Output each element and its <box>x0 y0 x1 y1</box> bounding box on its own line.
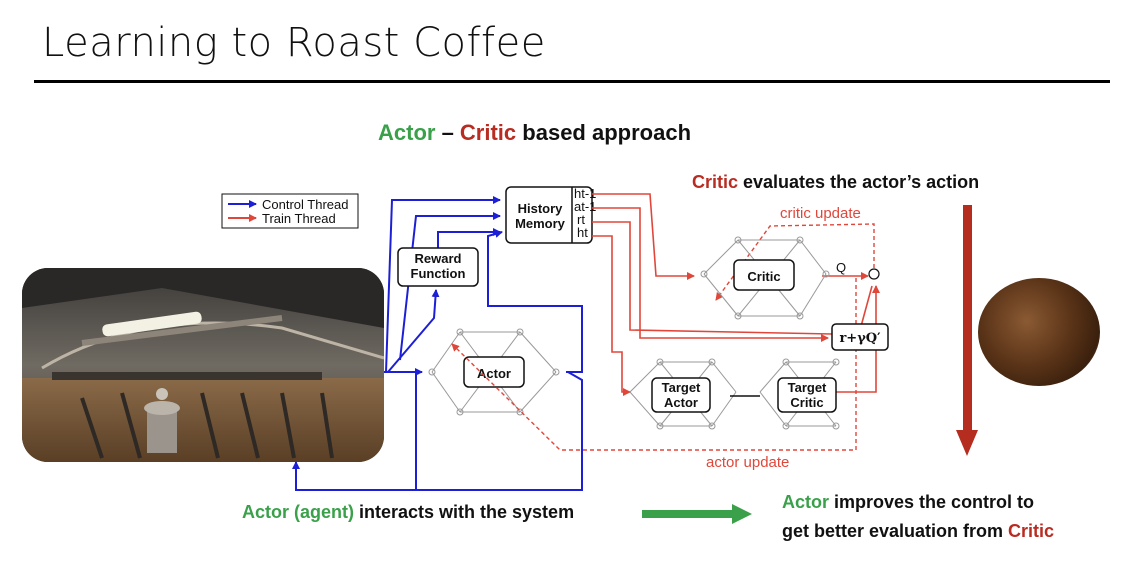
critic-caption-critic: Critic <box>692 172 739 192</box>
legend-control-thread: Control Thread <box>262 197 348 212</box>
train-thread-lines <box>592 193 880 396</box>
update-dashed-lines <box>451 223 875 451</box>
improve-caption-actor: Actor <box>782 492 830 512</box>
target-critic-line2: Critic <box>790 395 823 410</box>
reward-function-box <box>397 247 479 287</box>
critic-caption-rest: evaluates the actor’s action <box>738 172 980 192</box>
agent-caption-rest: interacts with the system <box>354 502 575 522</box>
subtitle-critic: Critic <box>459 120 517 145</box>
coffee-beans-image <box>978 278 1100 386</box>
improve-caption-line2: get better evaluation from <box>782 521 1009 541</box>
history-memory-box <box>505 186 593 244</box>
memory-field-a-prev: at-1 <box>574 199 596 214</box>
memory-field-h-prev: ht-1 <box>574 186 596 201</box>
critic-evaluates-caption: Critic evaluates the actor’s action <box>692 172 979 193</box>
improve-caption-critic: Critic <box>1008 521 1055 541</box>
evaluation-arrow-shaft <box>963 205 972 433</box>
memory-field-h: ht <box>577 225 588 240</box>
target-critic-box <box>777 377 837 413</box>
actor-improves-caption: Actor improves the control to get better… <box>782 488 1054 546</box>
history-label-line2: Memory <box>515 216 566 231</box>
target-critic-line1: Target <box>788 380 827 395</box>
subtitle-actor: Actor <box>378 120 436 145</box>
target-actor-line2: Actor <box>664 395 698 410</box>
target-formula-box <box>831 323 889 351</box>
history-label-line1: History <box>518 201 564 216</box>
target-actor-box <box>651 377 711 413</box>
roaster-illustration <box>22 268 384 462</box>
actor-label: Actor <box>477 366 511 381</box>
actor-update-label: actor update <box>706 454 789 471</box>
approach-subtitle: Actor – Critic based approach <box>378 120 691 146</box>
legend-train-thread: Train Thread <box>262 211 336 226</box>
improve-caption-line1-rest: improves the control to <box>829 492 1035 512</box>
memory-field-r: rt <box>577 212 585 227</box>
title-divider <box>34 80 1110 83</box>
diagram-legend: Control Thread Train Thread <box>221 193 359 229</box>
q-label: Q <box>836 260 846 275</box>
actor-box <box>463 356 525 388</box>
reward-label-line1: Reward <box>415 251 462 266</box>
target-actor-line1: Target <box>662 380 701 395</box>
subtitle-rest: based approach <box>516 120 692 145</box>
slide-title: Learning to Roast Coffee <box>42 20 546 66</box>
target-formula: r+γQ′ <box>839 331 881 346</box>
subtitle-dash: – <box>435 120 460 145</box>
evaluation-arrow-head <box>956 430 978 456</box>
critic-box <box>733 259 795 291</box>
agent-interacts-caption: Actor (agent) interacts with the system <box>242 502 574 523</box>
critic-label: Critic <box>747 269 780 284</box>
critic-update-label: critic update <box>780 205 861 222</box>
loss-node <box>868 268 880 280</box>
agent-caption-actor: Actor (agent) <box>242 502 354 522</box>
reward-label-line2: Function <box>411 266 466 281</box>
improve-line2: get better evaluation from Critic <box>782 517 1054 546</box>
improve-line1: Actor improves the control to <box>782 488 1054 517</box>
green-right-arrow <box>642 504 752 524</box>
control-thread-lines <box>292 196 583 491</box>
coffee-roaster-photo <box>22 268 384 462</box>
